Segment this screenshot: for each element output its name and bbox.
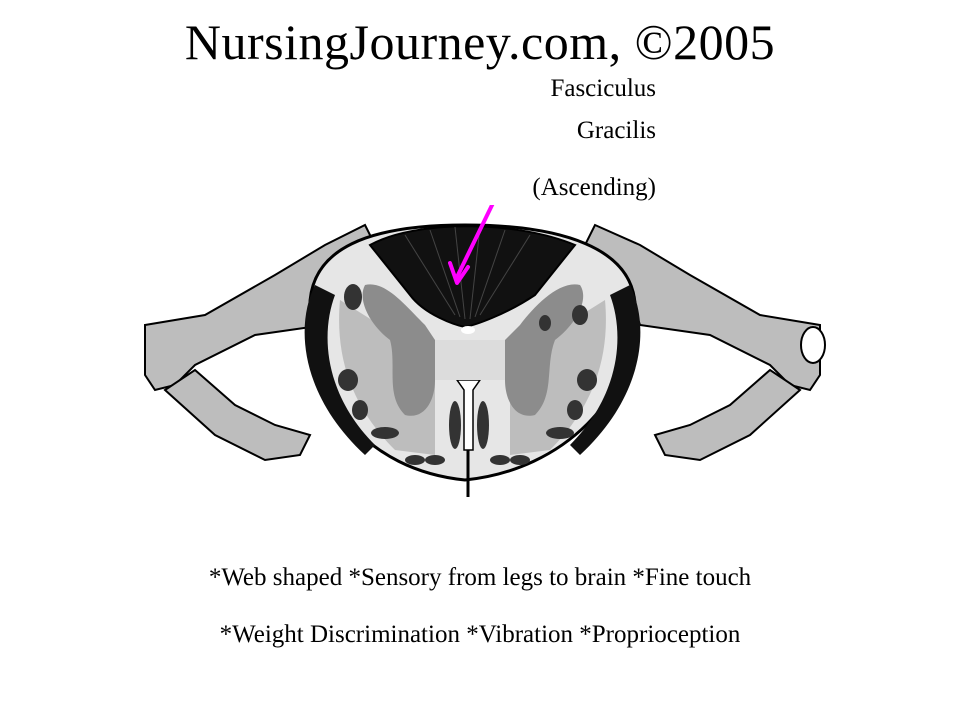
spinal-cord-cross-section bbox=[144, 205, 826, 497]
nerve-roots bbox=[144, 223, 826, 462]
tract-label-line-2: Gracilis bbox=[576, 117, 656, 144]
caption-line-2: *Weight Discrimination *Vibration *Propr… bbox=[219, 621, 741, 648]
tract-dots bbox=[338, 284, 597, 465]
gray-matter bbox=[362, 284, 584, 451]
fasciculus-gracilis-tract bbox=[368, 225, 577, 334]
tract-label-line-1: Fasciculus bbox=[550, 75, 656, 102]
page-title: NursingJourney.com, ©2005 bbox=[184, 14, 776, 70]
tract-pointer-arrow bbox=[448, 205, 495, 285]
tract-label-line-3: (Ascending) bbox=[532, 174, 656, 201]
caption-line-1: *Web shaped *Sensory from legs to brain … bbox=[208, 564, 752, 591]
